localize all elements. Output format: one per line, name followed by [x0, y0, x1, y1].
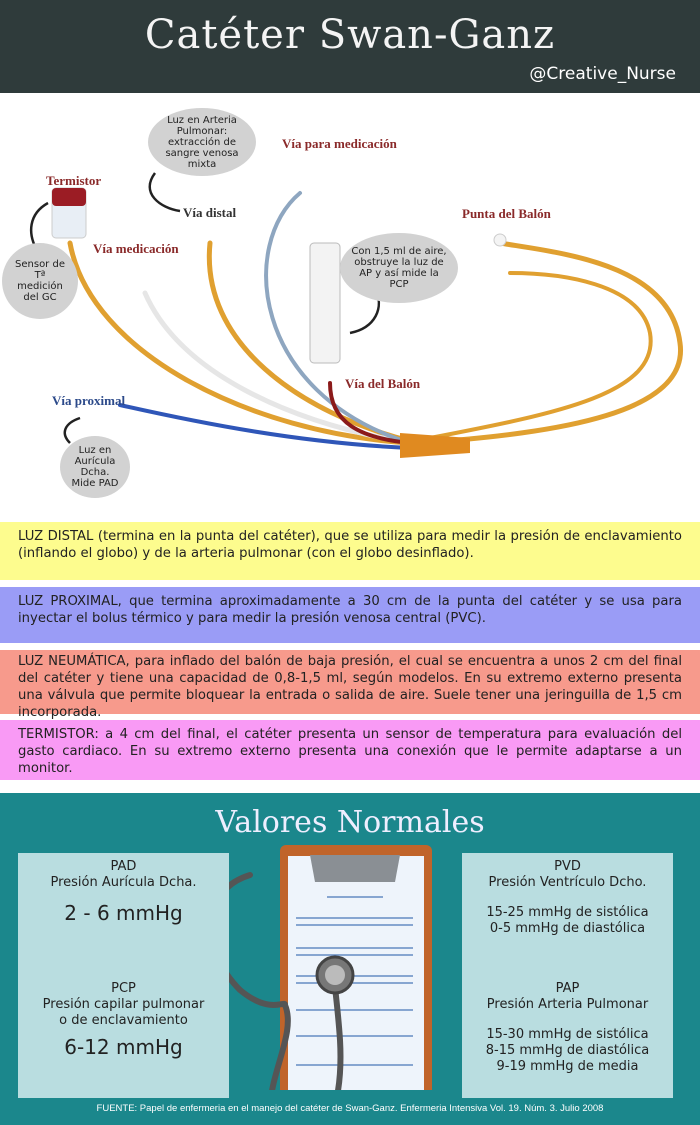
pvd-name: Presión Ventrículo Dcho.	[488, 875, 647, 890]
label-punta-balon: Punta del Balón	[462, 206, 551, 221]
hub	[400, 433, 470, 458]
label-termistor: Termistor	[46, 173, 102, 188]
termistor-line	[67, 240, 413, 446]
pcp-name-1: Presión capilar pulmonar	[42, 997, 205, 1012]
orange-loop-inner	[428, 271, 653, 440]
catheter-diagram: Termistor Vía distal Vía medicación Vía …	[0, 93, 700, 513]
bubble-arteria: Luz en Arteria Pulmonar: extracción de s…	[148, 108, 256, 176]
pad-box: PAD Presión Aurícula Dcha. 2 - 6 mmHg	[18, 853, 229, 991]
pvd-value-2: 0-5 mmHg de diastólica	[489, 921, 646, 936]
info-termistor: TERMISTOR: a 4 cm del final, el catéter …	[0, 720, 700, 780]
pad-value: 2 - 6 mmHg	[64, 901, 183, 925]
pvd-box: PVD Presión Ventrículo Dcho. 15-25 mmHg …	[462, 853, 673, 991]
label-via-para-medicacion: Vía para medicación	[282, 136, 397, 151]
label-via-medicacion: Vía medicación	[93, 241, 179, 256]
pap-box: PAP Presión Arteria Pulmonar 15-30 mmHg …	[462, 975, 673, 1098]
pvd-abbr: PVD	[554, 859, 581, 874]
bubble-auricula: Luz en Aurícula Dcha. Mide PAD	[60, 436, 130, 498]
catheter-illustration	[29, 172, 683, 458]
pvd-value-1: 15-25 mmHg de sistólica	[486, 905, 649, 920]
header: Catéter Swan-Ganz @Creative_Nurse	[0, 0, 700, 93]
info-luz-distal: LUZ DISTAL (termina en la punta del caté…	[0, 522, 700, 580]
page-title: Catéter Swan-Ganz	[144, 12, 556, 58]
pcp-box-content: PCP Presión capilar pulmonar o de enclav…	[18, 975, 229, 1098]
valores-title: Valores Normales	[215, 805, 485, 840]
label-via-distal: Vía distal	[183, 205, 237, 220]
pap-name: Presión Arteria Pulmonar	[486, 997, 649, 1012]
info-luz-proximal: LUZ PROXIMAL, que termina aproximadament…	[0, 587, 700, 643]
balon-line	[328, 381, 412, 445]
pap-value-3: 9-19 mmHg de media	[496, 1059, 639, 1074]
pad-name: Presión Aurícula Dcha.	[50, 875, 197, 890]
para-medicacion-line	[264, 191, 412, 445]
clipboard-stethoscope-illustration	[208, 845, 432, 1090]
label-via-proximal: Vía proximal	[52, 393, 126, 408]
pad-abbr: PAD	[110, 859, 137, 874]
bubble-sensor: Sensor de Tª medición del GC	[2, 243, 78, 319]
pap-value-1: 15-30 mmHg de sistólica	[486, 1027, 649, 1042]
bubble-balon: Con 1,5 ml de aire, obstruye la luz de A…	[340, 233, 458, 303]
pcp-value: 6-12 mmHg	[64, 1035, 183, 1059]
label-via-balon: Vía del Balón	[345, 376, 421, 391]
proximal-line	[118, 403, 412, 450]
source-citation: FUENTE: Papel de enfermeria en el manejo…	[96, 1103, 604, 1114]
syringe	[309, 242, 341, 364]
author-handle: @Creative_Nurse	[529, 64, 676, 84]
pcp-abbr: PCP	[111, 981, 136, 996]
pap-abbr: PAP	[555, 981, 580, 996]
pap-value-2: 8-15 mmHg de diastólica	[485, 1043, 650, 1058]
info-luz-neumatica: LUZ NEUMÁTICA, para inflado del balón de…	[0, 650, 700, 720]
orange-loop	[417, 240, 683, 446]
pcp-name-2: o de enclavamiento	[59, 1013, 188, 1028]
